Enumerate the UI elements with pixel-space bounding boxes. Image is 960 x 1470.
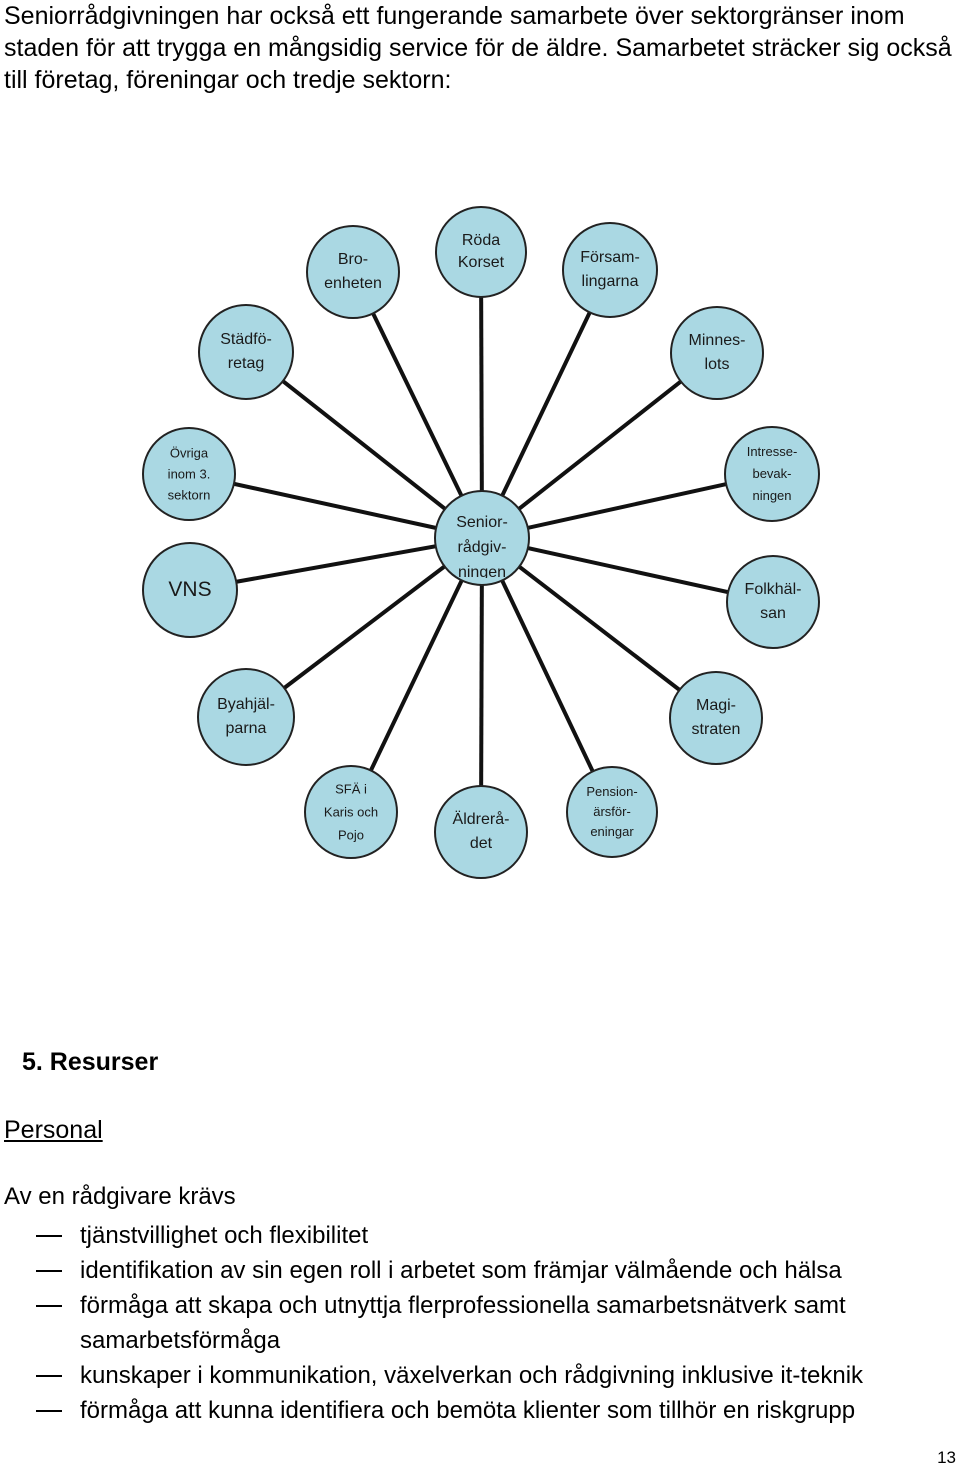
- partner-node-label: Försam- lingarna: [580, 249, 640, 290]
- partner-node-label: Bro- enheten: [324, 251, 382, 292]
- dash-bullet-icon: [36, 1305, 62, 1307]
- partner-node-label: Övriga inom 3. sektorn: [167, 445, 211, 503]
- page-number: 13: [937, 1448, 956, 1467]
- connector-line: [479, 537, 484, 833]
- connector-line: [244, 350, 484, 540]
- partner-node-circle: [562, 222, 658, 318]
- partner-node-label: Folkhäl- san: [744, 581, 802, 622]
- dash-bullet-icon: [36, 1375, 62, 1377]
- partner-node-circle: [724, 426, 820, 522]
- partner-node-circle: [306, 225, 400, 319]
- partner-node-label: Minnes- lots: [688, 332, 746, 373]
- dash-bullet-icon: [36, 1410, 62, 1412]
- partner-node-label: Intresse- bevak- ningen: [746, 444, 798, 503]
- connector-line: [480, 537, 614, 813]
- partner-node-circle: [670, 306, 764, 400]
- list-item-text: förmåga att kunna identifiera och bemöta…: [80, 1397, 856, 1424]
- connector-line: [188, 472, 483, 540]
- partner-node-label: Röda Korset: [457, 232, 505, 271]
- connector-line: [481, 472, 773, 540]
- center-node-circle: [434, 490, 530, 586]
- requirements-intro: Av en rådgivare krävs: [4, 1183, 236, 1210]
- personal-subheading: Personal: [4, 1116, 103, 1144]
- list-item-text: kunskaper i kommunikation, växelverkan o…: [80, 1362, 864, 1389]
- list-item: kunskaper i kommunikation, växelverkan o…: [0, 1358, 930, 1393]
- connector-line: [351, 271, 484, 539]
- connector-line: [189, 536, 483, 592]
- intro-paragraph: Seniorrådgivningen har också ett fungera…: [4, 2, 952, 94]
- partner-node-circle: [669, 671, 763, 765]
- list-item: förmåga att kunna identifiera och bemöta…: [0, 1393, 930, 1428]
- partner-node-label: VNS: [168, 578, 212, 601]
- list-item-text: tjänstvillighet och flexibilitet: [80, 1222, 369, 1249]
- connector-line: [244, 536, 484, 719]
- connector-line: [481, 536, 774, 604]
- partner-node-label: Pension- ärsför- eningar: [586, 784, 638, 839]
- dash-bullet-icon: [36, 1270, 62, 1272]
- connector-line: [480, 536, 718, 720]
- partner-node-circle: [198, 304, 294, 400]
- partner-node-circle: [197, 668, 295, 766]
- section-heading: 5. Resurser: [22, 1048, 159, 1076]
- partner-node-circle: [142, 542, 238, 638]
- partner-node-circle: [566, 766, 658, 858]
- partner-node-circle: [142, 427, 236, 521]
- list-item-text: förmåga att skapa och utnyttja flerprofe…: [80, 1292, 846, 1354]
- partner-node-label: SFÄ i Karis och Pojo: [323, 781, 379, 843]
- partner-node-circle: [304, 765, 398, 859]
- partner-node-label: Äldrerå- det: [452, 811, 510, 852]
- partner-node-circle: [435, 206, 527, 298]
- requirements-list: tjänstvillighet och flexibilitet identif…: [0, 1218, 930, 1428]
- partner-node-circle: [434, 785, 528, 879]
- network-svg: [142, 206, 820, 879]
- partner-node-label: Byahjäl- parna: [217, 696, 275, 737]
- list-item: identifikation av sin egen roll i arbete…: [0, 1253, 930, 1288]
- partner-node-circle: [726, 555, 820, 649]
- list-item-text: identifikation av sin egen roll i arbete…: [80, 1257, 842, 1284]
- partner-node-label: Magi- straten: [691, 697, 741, 738]
- list-item: tjänstvillighet och flexibilitet: [0, 1218, 930, 1253]
- dash-bullet-icon: [36, 1235, 62, 1237]
- connector-line: [480, 269, 612, 539]
- connector-line: [480, 351, 719, 540]
- connector-line: [349, 537, 484, 813]
- list-item: förmåga att skapa och utnyttja flerprofe…: [0, 1288, 930, 1358]
- center-node-label: Senior- rådgiv- ningen: [456, 514, 508, 578]
- partner-node-label: Städfö- retag: [220, 331, 272, 372]
